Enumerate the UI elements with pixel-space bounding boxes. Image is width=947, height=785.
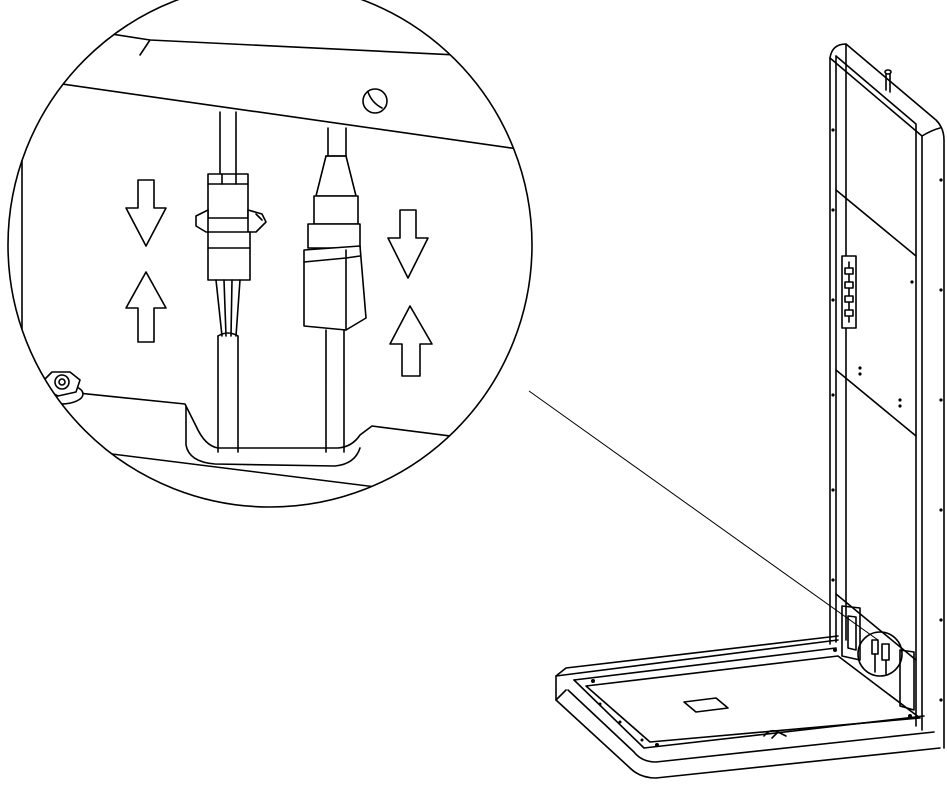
screw-hole xyxy=(362,88,388,114)
detail-leader-line xyxy=(528,390,879,641)
arrow-down-right xyxy=(387,209,429,279)
left-cable xyxy=(195,111,267,453)
arrow-up-right xyxy=(389,305,433,377)
hex-nut xyxy=(38,371,84,405)
detail-magnifier xyxy=(8,19,532,507)
detail-target-connectors xyxy=(871,639,890,675)
right-cable xyxy=(303,127,367,453)
detail-target-circle xyxy=(857,631,903,677)
device-stand xyxy=(555,43,945,779)
arrow-up-left xyxy=(125,271,167,343)
arrow-down-left xyxy=(125,179,167,247)
detail-circle-outline xyxy=(7,0,533,508)
